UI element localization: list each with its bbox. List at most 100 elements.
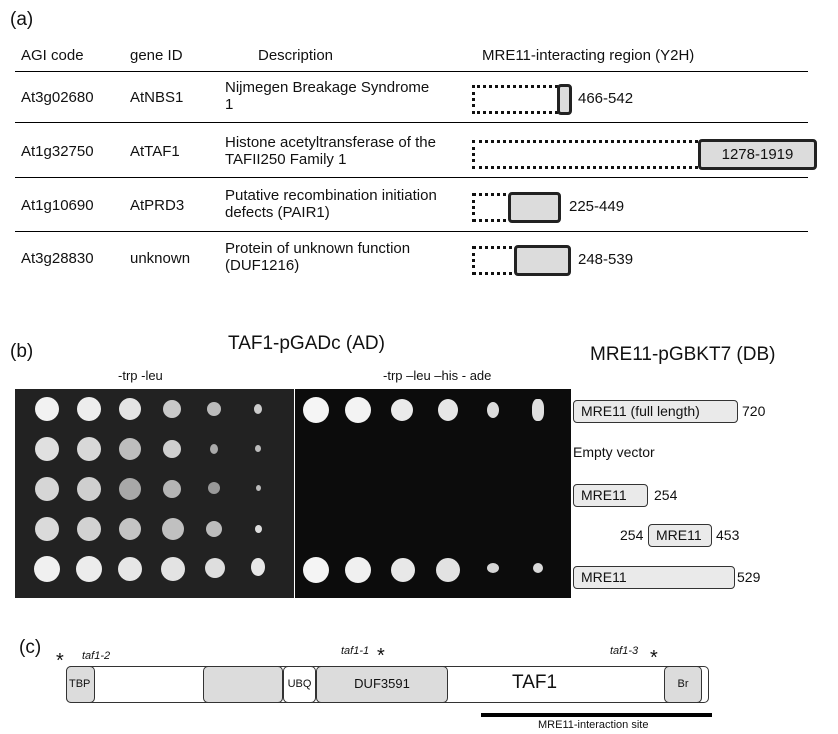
yeast-spot: [161, 557, 185, 581]
header-description: Description: [258, 47, 333, 64]
yeast-spot: [208, 482, 220, 494]
domain-unlabeled: [203, 666, 283, 703]
construct-bar: MRE11: [573, 566, 735, 589]
plate-trp-leu-his-ade: [295, 389, 571, 598]
plate-right-label: -trp –leu –his - ade: [383, 368, 491, 383]
panel-b-label: (b): [10, 341, 33, 363]
table-cell-agi: At1g10690: [21, 197, 94, 214]
domain-ubq: UBQ: [283, 666, 316, 703]
mutant-label: taf1-1: [341, 645, 369, 657]
yeast-spot: [206, 521, 222, 537]
table-rule: [15, 71, 808, 72]
domain-br: Br: [664, 666, 702, 703]
table-rule: [15, 231, 808, 232]
yeast-spot: [163, 440, 181, 458]
yeast-spot: [35, 437, 59, 461]
plate-trp-leu: [15, 389, 294, 598]
protein-outline: [472, 85, 564, 114]
table-cell-gene: AtTAF1: [130, 143, 180, 160]
yeast-spot: [119, 478, 141, 500]
table-cell-description: Histone acetyltransferase of the TAFII25…: [225, 134, 455, 168]
yeast-spot: [391, 399, 413, 421]
yeast-spot: [436, 558, 460, 582]
table-cell-gene: AtNBS1: [130, 89, 183, 106]
yeast-spot: [118, 557, 142, 581]
plate-left-label: -trp -leu: [118, 368, 163, 383]
yeast-spot: [35, 397, 59, 421]
table-cell-gene: AtPRD3: [130, 197, 184, 214]
header-agi-code: AGI code: [21, 47, 84, 64]
db-construct-title: MRE11-pGBKT7 (DB): [590, 344, 775, 366]
domain-taf1-label: TAF1: [512, 672, 557, 694]
yeast-spot: [119, 518, 141, 540]
yeast-spot: [255, 525, 262, 533]
construct-end-label: 529: [737, 569, 760, 585]
yeast-spot: [487, 563, 499, 573]
table-rule: [15, 177, 808, 178]
yeast-spot: [210, 444, 218, 454]
construct-bar: MRE11 (full length): [573, 400, 738, 423]
yeast-spot: [256, 485, 261, 491]
header-interacting-region: MRE11-interacting region (Y2H): [482, 47, 694, 64]
yeast-spot: [163, 480, 181, 498]
construct-bar: MRE11: [573, 484, 648, 507]
protein-outline: [472, 140, 704, 169]
construct-end-label: 720: [742, 403, 765, 419]
yeast-spot: [77, 517, 101, 541]
table-rule: [15, 122, 808, 123]
mutant-label: taf1-3: [610, 645, 638, 657]
yeast-spot: [162, 518, 184, 540]
mutation-marker: *: [377, 645, 385, 668]
yeast-spot: [303, 557, 329, 583]
yeast-spot: [34, 556, 60, 582]
interaction-range: 466-542: [578, 90, 633, 107]
yeast-spot: [345, 557, 371, 583]
interaction-region-box: [514, 245, 571, 276]
protein-outline: [472, 246, 520, 275]
table-cell-agi: At1g32750: [21, 143, 94, 160]
yeast-spot: [35, 477, 59, 501]
yeast-spot: [35, 517, 59, 541]
ad-construct-title: TAF1-pGADc (AD): [228, 333, 385, 355]
construct-empty-vector: Empty vector: [573, 444, 655, 460]
mutant-label: taf1-2: [82, 650, 110, 662]
yeast-spot: [205, 558, 225, 578]
interaction-site-line: [481, 713, 712, 717]
yeast-spot: [254, 404, 262, 414]
yeast-spot: [77, 437, 101, 461]
yeast-spot: [76, 556, 102, 582]
table-cell-description: Protein of unknown function (DUF1216): [225, 240, 455, 274]
table-cell-gene: unknown: [130, 250, 190, 267]
interaction-region-box: [557, 84, 572, 115]
construct-end-label: 254: [654, 487, 677, 503]
interaction-range: 1278-1919: [698, 139, 817, 170]
domain-duf3591: DUF3591: [316, 666, 448, 703]
yeast-spot: [391, 558, 415, 582]
yeast-spot: [487, 402, 499, 418]
table-cell-description: Nijmegen Breakage Syndrome 1: [225, 79, 435, 113]
yeast-spot: [207, 402, 221, 416]
yeast-spot: [303, 397, 329, 423]
table-cell-agi: At3g28830: [21, 250, 94, 267]
table-cell-agi: At3g02680: [21, 89, 94, 106]
interaction-range: 248-539: [578, 251, 633, 268]
yeast-spot: [345, 397, 371, 423]
yeast-spot: [77, 477, 101, 501]
yeast-spot: [77, 397, 101, 421]
yeast-spot: [532, 399, 544, 421]
yeast-spot: [163, 400, 181, 418]
yeast-spot: [533, 563, 543, 573]
interaction-range: 225-449: [569, 198, 624, 215]
mutation-marker: *: [56, 650, 64, 673]
interaction-region-box: [508, 192, 561, 223]
table-cell-description: Putative recombination initiation defect…: [225, 187, 455, 221]
panel-a-label: (a): [10, 9, 33, 31]
yeast-spot: [255, 445, 261, 452]
interaction-site-label: MRE11-interaction site: [538, 719, 648, 731]
construct-bar: MRE11: [648, 524, 712, 547]
yeast-spot: [119, 398, 141, 420]
yeast-spot: [119, 438, 141, 460]
domain-tbp: TBP: [66, 666, 95, 703]
construct-end-label: 453: [716, 527, 739, 543]
panel-c-label: (c): [19, 637, 41, 659]
